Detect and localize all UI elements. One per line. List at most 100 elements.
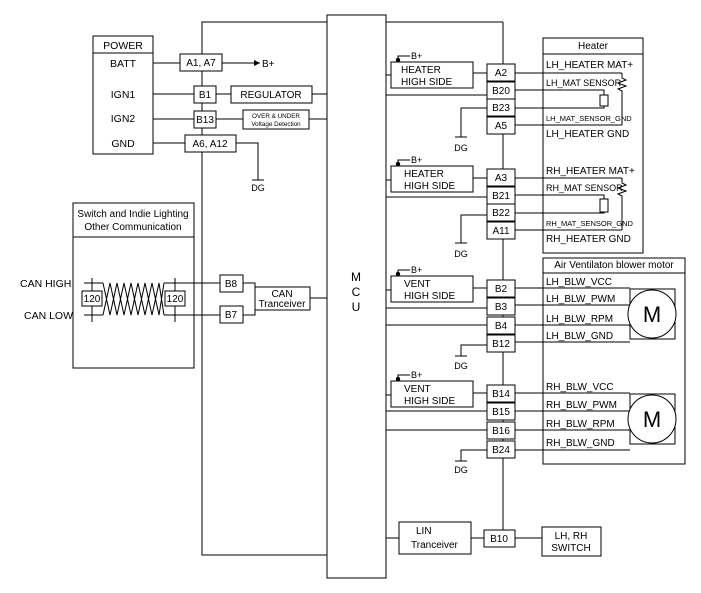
heater-hs1-line2: HIGH SIDE bbox=[401, 77, 452, 88]
heater-hs2-line2: HIGH SIDE bbox=[404, 181, 455, 192]
rh-motor-symbol: M bbox=[643, 407, 661, 432]
rh-blw-vcc-label: RH_BLW_VCC bbox=[546, 382, 614, 393]
pin-a1a7: A1, A7 bbox=[186, 58, 216, 69]
blower-motor-box: Air Ventilaton blower motor LH_BLW_VCC L… bbox=[542, 257, 686, 465]
pin-a5: A5 bbox=[495, 121, 508, 132]
pin-a3: A3 bbox=[495, 173, 508, 184]
dg-label-heater-lh: DG bbox=[454, 143, 468, 153]
lin-label: LIN bbox=[416, 526, 432, 537]
lh-blw-gnd-label: LH_BLW_GND bbox=[546, 331, 613, 342]
pin-b20: B20 bbox=[492, 86, 510, 97]
pin-b3: B3 bbox=[495, 302, 508, 313]
pin-b15: B15 bbox=[492, 407, 510, 418]
vent-hs2-line1: VENT bbox=[404, 384, 431, 395]
dg-label-heater-rh: DG bbox=[454, 249, 468, 259]
pin-b22: B22 bbox=[492, 208, 510, 219]
pin-b1: B1 bbox=[199, 90, 212, 101]
lh-mat-sensor-gnd-label: LH_MAT_SENSOR_GND bbox=[546, 114, 632, 123]
power-batt-label: BATT bbox=[110, 58, 137, 70]
dg-label-blower-lh: DG bbox=[454, 361, 468, 371]
bplus-hs2: B+ bbox=[411, 155, 422, 165]
rh-heater-gnd-label: RH_HEATER GND bbox=[546, 234, 631, 245]
connector-pins: A2 B20 B23 A5 A3 B21 B22 A11 B2 B3 B4 B1… bbox=[483, 63, 516, 548]
pin-a6a12: A6, A12 bbox=[192, 139, 227, 150]
can-tranceiver-label: Tranceiver bbox=[259, 299, 307, 310]
pin-b8: B8 bbox=[225, 279, 238, 290]
lh-rh-switch-box: LH, RH SWITCH bbox=[541, 526, 602, 557]
pin-b10: B10 bbox=[490, 534, 508, 545]
vent-high-side-lh: B+ VENT HIGH SIDE bbox=[390, 265, 474, 303]
power-box: POWER BATT IGN1 IGN2 GND bbox=[92, 35, 154, 155]
pin-b13: B13 bbox=[196, 115, 214, 126]
pin-b14: B14 bbox=[492, 389, 510, 400]
over-under-label: OVER & UNDER bbox=[252, 113, 300, 120]
termination-resistor-right: 120 bbox=[167, 294, 184, 305]
bplus-hs3: B+ bbox=[411, 265, 422, 275]
dg-label-power: DG bbox=[251, 183, 265, 193]
heater-hs2-line1: HEATER bbox=[404, 169, 444, 180]
rh-mat-sensor-gnd-label: RH_MAT_SENSOR_GND bbox=[546, 219, 634, 228]
regulator-label: REGULATOR bbox=[240, 90, 301, 101]
lh-heater-mat-label: LH_HEATER MAT+ bbox=[546, 60, 633, 71]
switch-box-line2: Other Communication bbox=[84, 222, 181, 233]
pin-b4: B4 bbox=[495, 321, 508, 332]
lin-tranceiver-label: Tranceiver bbox=[411, 540, 459, 551]
heater-high-side-rh: B+ HEATER HIGH SIDE bbox=[390, 155, 474, 193]
can-label: CAN bbox=[271, 289, 292, 300]
pin-b7: B7 bbox=[225, 310, 238, 321]
pin-b23: B23 bbox=[492, 103, 510, 114]
lh-blw-pwm-label: LH_BLW_PWM bbox=[546, 294, 615, 305]
switch-out-line1: LH, RH bbox=[555, 531, 588, 542]
regulator-block: REGULATOR bbox=[230, 85, 313, 104]
rh-blw-gnd-label: RH_BLW_GND bbox=[546, 438, 615, 449]
vent-hs2-line2: HIGH SIDE bbox=[404, 396, 455, 407]
vent-hs1-line2: HIGH SIDE bbox=[404, 291, 455, 302]
can-low-label: CAN LOW bbox=[24, 310, 73, 322]
voltage-detection-block: OVER & UNDER Voltage Detection bbox=[242, 109, 310, 130]
lh-mat-sensor-label: LH_MAT SENSOR bbox=[546, 78, 622, 88]
lin-transceiver-block: LIN Tranceiver bbox=[398, 521, 472, 555]
pin-b21: B21 bbox=[492, 191, 510, 202]
power-ign1-label: IGN1 bbox=[111, 89, 136, 101]
power-pins: A1, A7 B+ B1 B13 A6, A12 DG bbox=[179, 53, 275, 193]
voltage-detection-label: Voltage Detection bbox=[251, 121, 301, 128]
power-title: POWER bbox=[103, 40, 143, 52]
switch-communication-box: Switch and Indie Lighting Other Communic… bbox=[72, 202, 195, 369]
switch-out-line2: SWITCH bbox=[551, 543, 590, 554]
power-gnd-label: GND bbox=[111, 138, 135, 150]
mcu-letter-u: U bbox=[352, 300, 361, 314]
mcu-block: M C U bbox=[326, 14, 387, 579]
switch-box-line1: Switch and Indie Lighting bbox=[77, 209, 188, 220]
lh-blw-rpm-label: LH_BLW_RPM bbox=[546, 314, 613, 325]
pin-a11: A11 bbox=[492, 226, 509, 237]
rh-blw-pwm-label: RH_BLW_PWM bbox=[546, 400, 617, 411]
bplus-hs4: B+ bbox=[411, 370, 422, 380]
can-high-label: CAN HIGH bbox=[20, 278, 71, 290]
lh-motor-symbol: M bbox=[643, 302, 661, 327]
rh-blw-rpm-label: RH_BLW_RPM bbox=[546, 419, 615, 430]
dg-label-blower-rh: DG bbox=[454, 465, 468, 475]
bplus-hs1: B+ bbox=[411, 51, 422, 61]
vent-high-side-rh: B+ VENT HIGH SIDE bbox=[390, 370, 474, 408]
can-transceiver-block: B8 B7 CAN Tranceiver bbox=[219, 274, 311, 324]
mcu-letter-m: M bbox=[351, 270, 361, 284]
lh-heater-gnd-label: LH_HEATER GND bbox=[546, 129, 629, 140]
pin-b24: B24 bbox=[492, 445, 510, 456]
pin-b12: B12 bbox=[492, 339, 510, 350]
heater-box: Heater LH_HEATER MAT+ LH_MAT SENSOR LH_M… bbox=[542, 37, 644, 254]
heater-title: Heater bbox=[578, 41, 609, 52]
heater-high-side-lh: B+ HEATER HIGH SIDE bbox=[390, 51, 474, 89]
heater-hs1-line1: HEATER bbox=[401, 65, 441, 76]
vent-hs1-line1: VENT bbox=[404, 279, 431, 290]
rh-heater-mat-label: RH_HEATER MAT+ bbox=[546, 166, 635, 177]
rh-mat-sensor-label: RH_MAT SENSOR bbox=[546, 183, 623, 193]
pin-a2: A2 bbox=[495, 68, 508, 79]
blower-title: Air Ventilaton blower motor bbox=[554, 260, 674, 271]
pin-b2: B2 bbox=[495, 284, 508, 295]
bplus-label: B+ bbox=[262, 59, 275, 70]
pin-b16: B16 bbox=[492, 426, 510, 437]
mcu-letter-c: C bbox=[352, 285, 361, 299]
termination-resistor-left: 120 bbox=[84, 294, 101, 305]
power-ign2-label: IGN2 bbox=[111, 113, 136, 125]
